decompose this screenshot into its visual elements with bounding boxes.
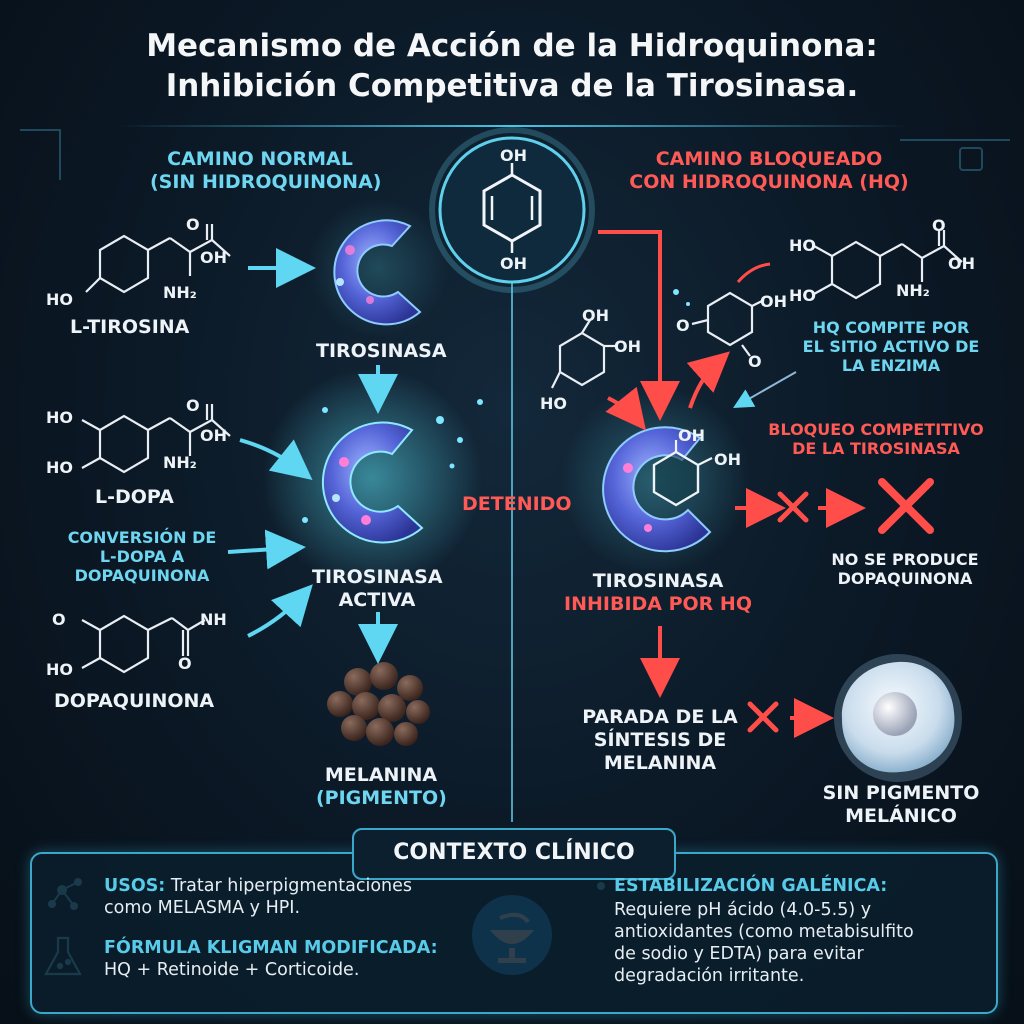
quinone-structure bbox=[691, 291, 765, 357]
chem-ho-right-1: HO bbox=[789, 236, 816, 255]
chem-o-dopa: O bbox=[186, 396, 200, 415]
block-x-melanin bbox=[747, 701, 779, 733]
stabilization-line-1: Requiere pH ácido (4.0-5.5) y bbox=[614, 900, 872, 920]
unpigmented-cell bbox=[834, 654, 962, 782]
chem-nh2-right: NH₂ bbox=[896, 281, 930, 300]
sparkles bbox=[302, 289, 690, 523]
chem-oh-catechol-1: OH bbox=[582, 306, 609, 325]
chem-nh2: NH₂ bbox=[163, 283, 197, 302]
dopaquinone-structure bbox=[81, 614, 206, 674]
chem-oh-dopa: OH bbox=[200, 426, 227, 445]
stabilization-label: ESTABILIZACIÓN GALÉNICA: bbox=[614, 876, 888, 896]
right-dopa-structure bbox=[813, 230, 963, 300]
title-divider bbox=[118, 125, 908, 127]
chem-o-dopaquinone-2: O bbox=[178, 654, 192, 673]
stabilization-line-4: degradación irritante. bbox=[614, 966, 805, 986]
title-line-2: Inhibición Competitiva de la Tirosinasa. bbox=[165, 68, 859, 104]
circuit-decoration bbox=[20, 129, 1010, 180]
page-title: Mecanismo de Acción de la Hidroquinona: … bbox=[40, 26, 984, 106]
tyrosinase-enzyme bbox=[308, 198, 448, 338]
clinical-context-title: CONTEXTO CLÍNICO bbox=[352, 828, 676, 880]
chem-ho-dopa-1: HO bbox=[46, 408, 73, 427]
chem-oh-inhibitor-2: OH bbox=[714, 450, 741, 469]
chem-ho-dopaquinone: HO bbox=[46, 660, 73, 679]
active-tyrosinase-enzyme bbox=[262, 368, 482, 588]
l-tyrosine-structure bbox=[85, 224, 231, 294]
chem-oh-catechol-2: OH bbox=[614, 337, 641, 356]
l-dopa-structure bbox=[81, 404, 231, 474]
chem-o-quinone-1: O bbox=[676, 316, 690, 335]
hydroquinone-circle bbox=[429, 127, 595, 293]
chem-ho-dopa-2: HO bbox=[46, 458, 73, 477]
kligman-label: FÓRMULA KLIGMAN MODIFICADA: bbox=[104, 938, 438, 958]
normal-path-heading: CAMINO NORMAL(SIN HIDROQUINONA) bbox=[150, 148, 382, 193]
blocked-path-arrows bbox=[598, 230, 866, 738]
chem-oh-right: OH bbox=[948, 254, 975, 273]
l-dopa-label: L-DOPA bbox=[95, 486, 174, 508]
dopaquinone-label: DOPAQUINONA bbox=[54, 690, 215, 712]
stabilization-line-2: antioxidantes (como metabisulfito bbox=[614, 922, 914, 942]
tyrosinase-label: TIROSINASA bbox=[316, 340, 447, 362]
block-x-large bbox=[878, 478, 934, 534]
block-x-small bbox=[777, 491, 809, 523]
red-curve bbox=[736, 262, 771, 283]
chem-o: O bbox=[186, 215, 200, 234]
l-tyrosine-label: L-TIROSINA bbox=[70, 316, 190, 338]
chem-ho-catechol: HO bbox=[540, 394, 567, 413]
chem-o-right: O bbox=[932, 216, 946, 235]
chem-ho-right-2: HO bbox=[789, 286, 816, 305]
chem-oh-inhibitor-1: OH bbox=[678, 426, 705, 445]
hq-oh-bottom: OH bbox=[500, 254, 527, 273]
chem-ho: HO bbox=[46, 290, 73, 309]
melanin-label: MELANINA(PIGMENTO) bbox=[316, 764, 447, 809]
melanin-cluster bbox=[327, 662, 430, 746]
uses-text: USOS: Tratar hiperpigmentaciones bbox=[104, 876, 412, 896]
kligman-text: HQ + Retinoide + Corticoide. bbox=[104, 960, 360, 980]
compete-pointer bbox=[733, 371, 797, 408]
inhibited-tyrosinase-enzyme bbox=[560, 385, 750, 575]
stabilization-line-3: de sodio y EDTA) para evitar bbox=[614, 944, 864, 964]
chem-o-dopaquinone: O bbox=[52, 610, 66, 629]
chem-nh-dopaquinone: NH bbox=[200, 610, 227, 629]
chem-o-quinone-2: O bbox=[748, 352, 762, 371]
hq-oh-top: OH bbox=[500, 146, 527, 165]
title-line-1: Mecanismo de Acción de la Hidroquinona: bbox=[146, 28, 878, 64]
chem-nh2-dopa: NH₂ bbox=[163, 453, 197, 472]
stopped-label: DETENIDO bbox=[462, 493, 572, 515]
catechol-structure bbox=[551, 319, 616, 389]
chem-oh-quinone: OH bbox=[760, 292, 787, 311]
uses-text-2: como MELASMA y HPI. bbox=[104, 898, 301, 918]
chem-oh: OH bbox=[200, 248, 227, 267]
normal-path-arrows bbox=[227, 248, 398, 664]
